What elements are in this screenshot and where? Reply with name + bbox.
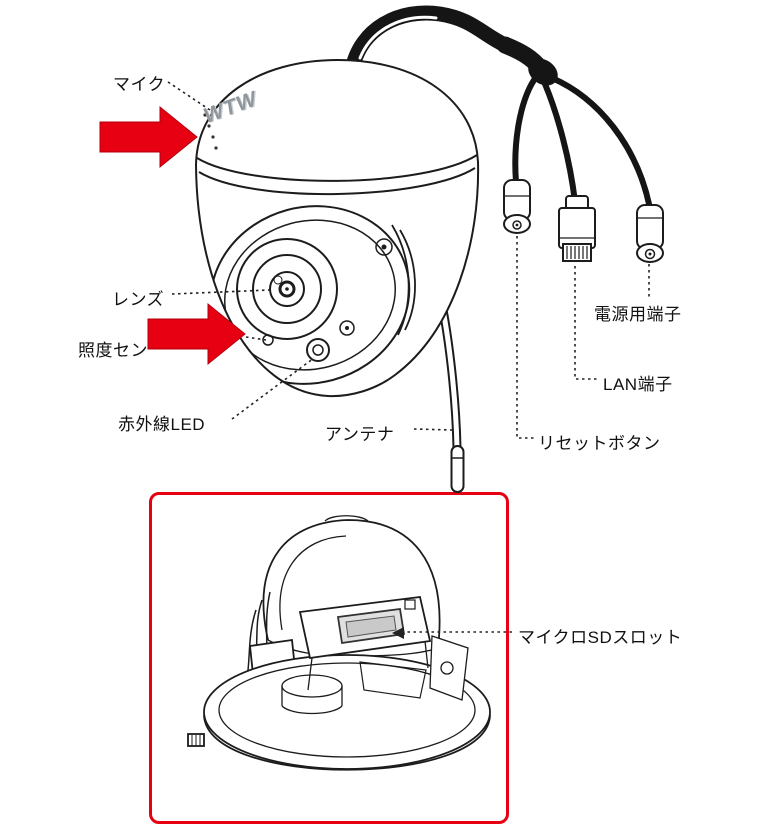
leader-ir-led (231, 357, 315, 420)
brand-logo: WTW (200, 87, 261, 128)
inset-red-frame (149, 492, 509, 824)
label-lens: レンズ (112, 290, 165, 309)
leader-illuminance (245, 336, 267, 341)
red-arrow-mic-icon (99, 105, 198, 169)
label-power-terminal: 電源用端子 (594, 305, 682, 324)
lan-connector-drawing (558, 195, 596, 262)
camera-cables (344, 5, 652, 207)
label-reset-button: リセットボタン (538, 434, 661, 453)
leader-antenna (413, 428, 453, 431)
label-illuminance-sensor: 照度セン (78, 341, 148, 360)
power-connector-drawing (636, 204, 664, 263)
leader-reset (516, 236, 535, 439)
red-arrows (99, 105, 246, 366)
label-ir-led: 赤外線LED (118, 415, 206, 434)
label-antenna: アンテナ (325, 425, 395, 444)
antenna-drawing (432, 277, 465, 493)
red-arrow-sensor-icon (147, 302, 246, 366)
leader-lens (171, 289, 271, 295)
label-microsd-slot: マイクロSDスロット (518, 628, 683, 647)
reset-connector-drawing (503, 179, 531, 234)
label-mic: マイク (113, 75, 166, 94)
label-lan-terminal: LAN端子 (603, 375, 673, 394)
